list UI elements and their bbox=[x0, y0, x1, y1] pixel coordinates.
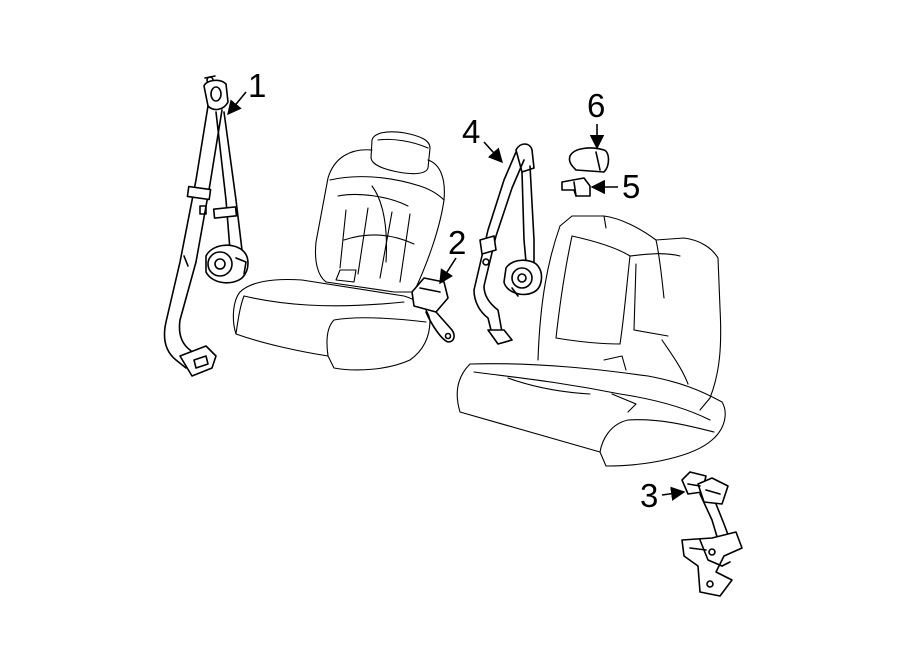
callout-2-arrow bbox=[439, 257, 457, 285]
callout-1-arrow bbox=[227, 91, 247, 116]
rear-bench-seat bbox=[456, 215, 726, 467]
part-1-front-seat-belt bbox=[163, 75, 249, 377]
callout-1-label: 1 bbox=[248, 67, 266, 104]
callout-3: 3 bbox=[640, 477, 686, 514]
part-4-rear-seat-belt bbox=[473, 143, 543, 345]
callout-5-label: 5 bbox=[622, 168, 640, 205]
callout-1: 1 bbox=[227, 67, 266, 116]
callout-4: 4 bbox=[462, 113, 503, 164]
callout-3-arrow bbox=[661, 486, 686, 501]
callout-5: 5 bbox=[590, 168, 640, 205]
callout-6-label: 6 bbox=[587, 87, 605, 124]
callout-2-label: 2 bbox=[448, 224, 466, 261]
part-6-belt-guide-cover bbox=[568, 147, 610, 173]
callout-4-arrow bbox=[483, 141, 503, 164]
part-3-center-buckle-assembly bbox=[681, 471, 743, 597]
part-2-seat-belt-buckle bbox=[411, 277, 455, 343]
callout-3-label: 3 bbox=[640, 477, 658, 514]
front-bucket-seat bbox=[232, 131, 445, 371]
callout-6: 6 bbox=[587, 87, 605, 150]
callout-4-label: 4 bbox=[462, 113, 480, 150]
callout-2: 2 bbox=[439, 224, 466, 285]
part-5-belt-guide-clip bbox=[561, 177, 591, 197]
